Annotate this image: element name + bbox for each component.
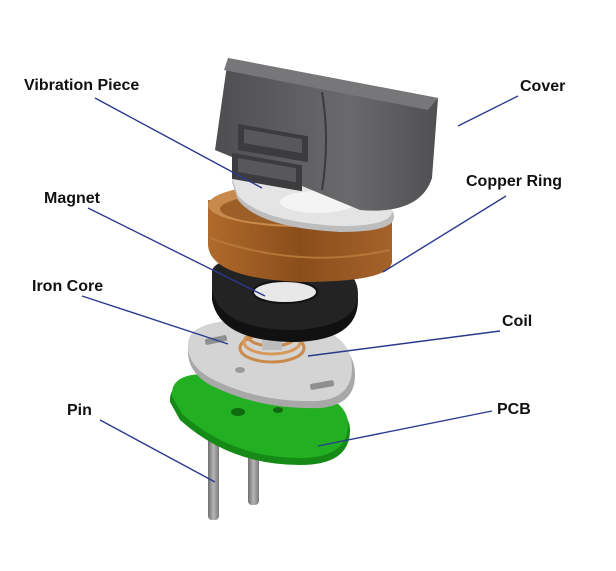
label-coil: Coil bbox=[502, 313, 532, 330]
cover-housing bbox=[215, 58, 438, 211]
leader-lines bbox=[81, 95, 519, 483]
label-cover: Cover bbox=[520, 78, 565, 95]
label-pin: Pin bbox=[67, 402, 92, 419]
leader-line-cover bbox=[457, 95, 519, 127]
label-pcb: PCB bbox=[497, 401, 531, 418]
label-copper-ring: Copper Ring bbox=[466, 173, 562, 190]
leader-line-pcb bbox=[317, 410, 493, 447]
label-vibration-piece: Vibration Piece bbox=[24, 77, 139, 94]
leader-line-coil bbox=[307, 330, 501, 357]
leader-line-iron-core bbox=[81, 295, 229, 345]
leader-line-pin bbox=[99, 419, 216, 483]
label-iron-core: Iron Core bbox=[32, 278, 103, 295]
leader-line-vibration-piece bbox=[94, 97, 263, 189]
part-labels: Vibration Piece Cover Copper Ring Magnet… bbox=[24, 77, 565, 419]
leader-line-copper-ring bbox=[382, 195, 507, 273]
label-magnet: Magnet bbox=[44, 190, 101, 207]
leader-line-magnet bbox=[87, 207, 266, 297]
